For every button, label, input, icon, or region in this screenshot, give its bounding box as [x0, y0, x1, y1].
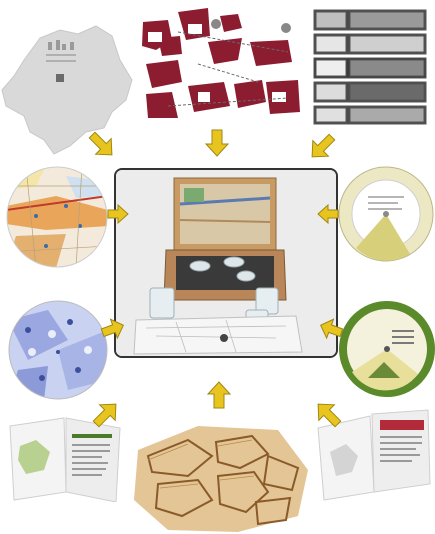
- arrow-icon: [90, 398, 122, 430]
- photo-card-stack: [312, 8, 428, 126]
- green-disc-wheel: [338, 300, 435, 398]
- arrow-icon: [100, 318, 126, 340]
- city-outline-map: [0, 20, 140, 155]
- paper-disc-wheel: [338, 166, 434, 262]
- arrow-icon: [106, 204, 130, 224]
- wooden-tray-models: [128, 420, 312, 534]
- open-booklet-left: [6, 416, 124, 502]
- red-collage-panel: [138, 2, 303, 122]
- open-booklet-right: [316, 406, 432, 502]
- arrow-icon: [312, 398, 344, 430]
- arrow-icon: [306, 132, 338, 162]
- center-kit-photo: [114, 168, 338, 358]
- arrow-icon: [86, 130, 118, 160]
- colorful-map-circle: [6, 166, 108, 268]
- blue-map-circle: [8, 300, 108, 400]
- arrow-icon: [206, 380, 232, 410]
- arrow-icon: [318, 318, 344, 340]
- arrow-icon: [204, 128, 230, 158]
- arrow-icon: [316, 204, 340, 224]
